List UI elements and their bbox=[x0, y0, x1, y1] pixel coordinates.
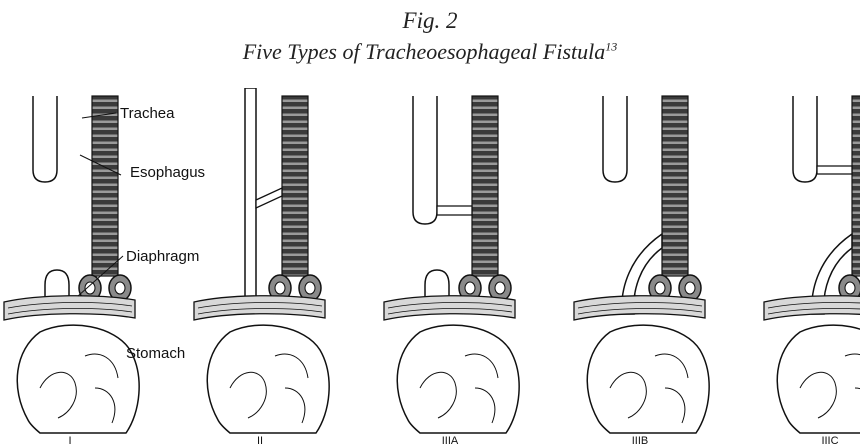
figure-number: Fig. 2 bbox=[0, 8, 860, 34]
upper-esophageal-pouch bbox=[413, 96, 437, 224]
esophagus-label: Esophagus bbox=[130, 164, 205, 181]
panel-type-ii: II bbox=[194, 88, 329, 446]
figure-title-text: Five Types of Tracheoesophageal Fistula bbox=[243, 39, 606, 64]
right-bronchus-lumen bbox=[305, 282, 315, 294]
panel-label-ii: II bbox=[257, 435, 263, 446]
panel-label-iiia: IIIA bbox=[442, 435, 459, 446]
right-bronchus-lumen bbox=[115, 282, 125, 294]
stomach-outline bbox=[17, 325, 139, 433]
diaphragm-band bbox=[574, 296, 705, 320]
upper-esophageal-pouch bbox=[603, 96, 627, 182]
stomach-outline bbox=[777, 325, 860, 433]
diaphragm-band bbox=[4, 296, 135, 320]
diaphragm-band bbox=[194, 296, 325, 320]
upper-esophageal-pouch bbox=[33, 96, 57, 182]
panel-type-iiia: IIIA bbox=[384, 96, 519, 446]
panel-label-i: I bbox=[68, 435, 71, 446]
diaphragm-label: Diaphragm bbox=[126, 248, 199, 265]
proximal-fistula bbox=[437, 206, 472, 215]
trachea-tube bbox=[662, 96, 688, 276]
diaphragm-band bbox=[764, 296, 860, 320]
left-bronchus-lumen bbox=[845, 282, 855, 294]
left-bronchus-lumen bbox=[465, 282, 475, 294]
stomach-outline bbox=[587, 325, 709, 433]
left-bronchus-lumen bbox=[275, 282, 285, 294]
panel-label-iiic: IIIC bbox=[821, 435, 838, 446]
continuous-esophagus bbox=[245, 88, 256, 300]
trachea-tube bbox=[92, 96, 118, 276]
proximal-fistula bbox=[817, 166, 852, 174]
h-type-fistula bbox=[256, 188, 282, 208]
stomach-label: Stomach bbox=[126, 345, 185, 362]
trachea-label: Trachea bbox=[120, 105, 175, 122]
stomach-outline bbox=[207, 325, 329, 433]
trachea-tube bbox=[472, 96, 498, 276]
trachea-tube bbox=[282, 96, 308, 276]
panel-label-iiib: IIIB bbox=[632, 435, 649, 446]
diaphragm-band bbox=[384, 296, 515, 320]
trachea-tube bbox=[852, 96, 860, 276]
right-bronchus-lumen bbox=[495, 282, 505, 294]
upper-esophageal-pouch bbox=[793, 96, 817, 182]
right-bronchus-lumen bbox=[685, 282, 695, 294]
left-bronchus-lumen bbox=[655, 282, 665, 294]
panel-type-iiic: IIIC bbox=[764, 96, 860, 446]
panel-type-iiib: IIIB bbox=[574, 96, 709, 446]
figure-title-reference: 13 bbox=[605, 40, 617, 54]
figure-title: Five Types of Tracheoesophageal Fistula1… bbox=[0, 39, 860, 65]
panel-type-i: I bbox=[4, 96, 139, 446]
stomach-outline bbox=[397, 325, 519, 433]
